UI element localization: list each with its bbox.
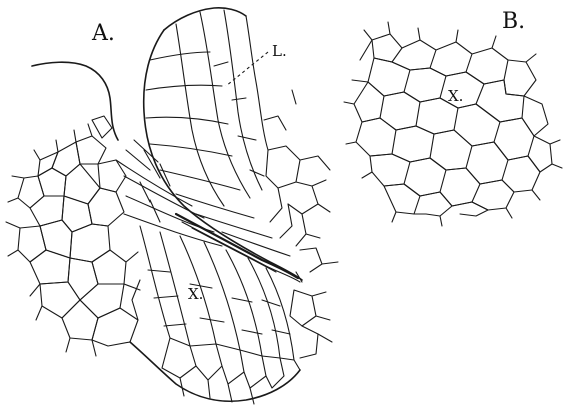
upper-leaf-veins: [146, 10, 290, 256]
label-b: B.: [502, 9, 525, 34]
panel-b: B. X.: [344, 9, 562, 226]
lower-leaf: [124, 226, 338, 404]
stalk-line: [32, 62, 118, 140]
label-x-panel-b: X.: [448, 87, 463, 105]
upper-leaf-outline: [144, 30, 302, 280]
panel-b-network: [344, 22, 562, 226]
panel-a: A. L. X.: [6, 8, 338, 404]
label-x-panel-a: X.: [188, 285, 203, 303]
label-a: A.: [91, 21, 115, 46]
upper-leaf-inner-edge: [246, 16, 268, 150]
upper-leaf-right-cells: [264, 90, 330, 246]
label-l: L.: [272, 42, 287, 60]
lower-left-network: [6, 116, 138, 356]
